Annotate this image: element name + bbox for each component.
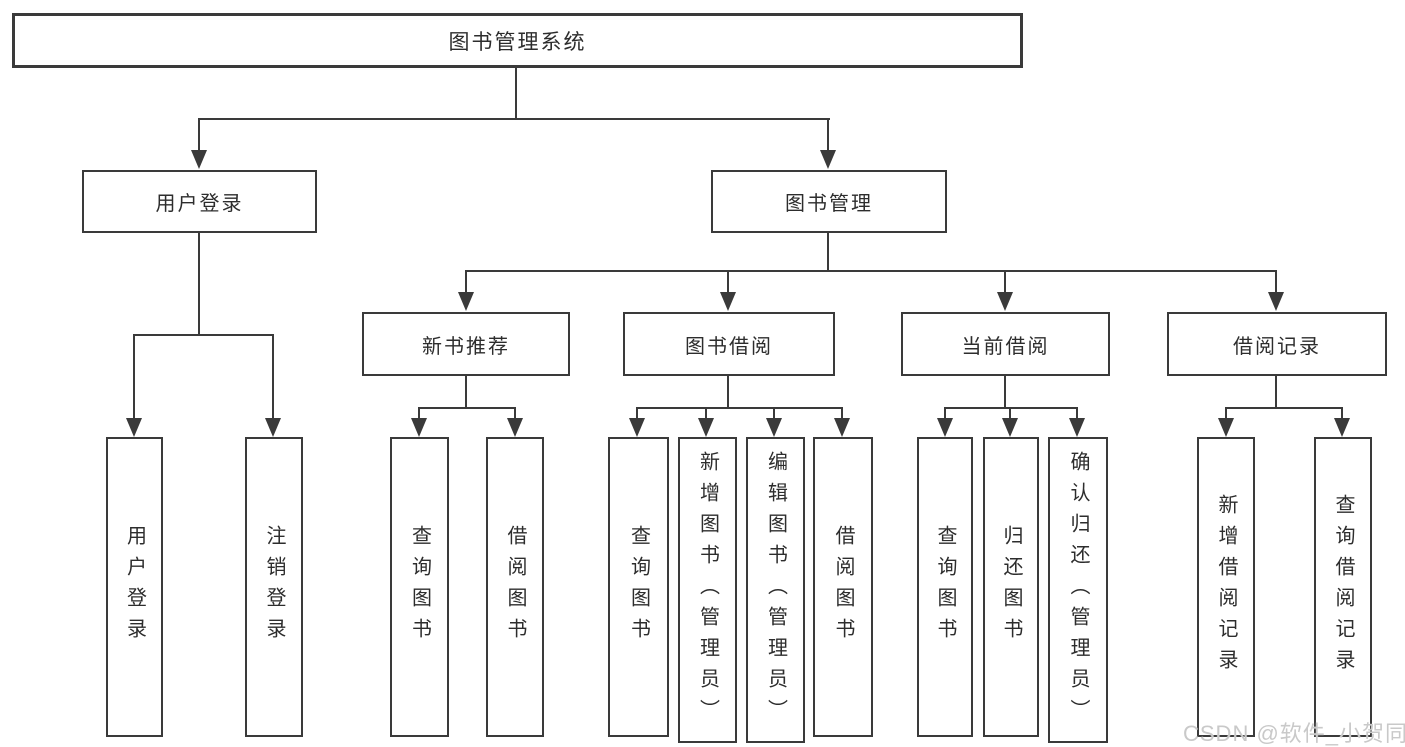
- connector-line: [773, 407, 775, 419]
- arrowhead-icon: [1069, 418, 1085, 437]
- connector-line: [514, 407, 516, 419]
- connector-line: [1341, 407, 1343, 419]
- connector-line: [727, 270, 729, 294]
- connector-line: [515, 68, 517, 120]
- connector-line: [1225, 407, 1343, 409]
- connector-line: [198, 118, 200, 151]
- leaf-borrow-book-1: 借阅图书: [486, 437, 544, 737]
- connector-line: [272, 334, 274, 419]
- connector-line: [1076, 407, 1078, 419]
- connector-line: [727, 376, 729, 409]
- node-current-borrow: 当前借阅: [901, 312, 1110, 376]
- node-book-borrow: 图书借阅: [623, 312, 835, 376]
- connector-line: [1009, 407, 1011, 419]
- arrowhead-icon: [1002, 418, 1018, 437]
- connector-line: [636, 407, 638, 419]
- connector-line: [705, 407, 707, 419]
- leaf-edit-book-admin: 编辑图书（管理员）: [746, 437, 805, 743]
- connector-line: [1225, 407, 1227, 419]
- connector-line: [133, 334, 274, 336]
- leaf-query-borrow-record: 查询借阅记录: [1314, 437, 1372, 737]
- connector-line: [1275, 376, 1277, 409]
- leaf-query-book-2: 查询图书: [608, 437, 669, 737]
- arrowhead-icon: [820, 150, 836, 169]
- arrowhead-icon: [834, 418, 850, 437]
- connector-line: [827, 233, 829, 272]
- leaf-return-book: 归还图书: [983, 437, 1039, 737]
- connector-line: [1004, 270, 1006, 294]
- leaf-query-book-3: 查询图书: [917, 437, 973, 737]
- connector-line: [1275, 270, 1277, 294]
- arrowhead-icon: [720, 292, 736, 311]
- node-new-book-recommend: 新书推荐: [362, 312, 570, 376]
- node-borrow-record: 借阅记录: [1167, 312, 1387, 376]
- leaf-add-book-admin: 新增图书（管理员）: [678, 437, 737, 743]
- connector-line: [465, 270, 467, 294]
- connector-line: [465, 376, 467, 409]
- arrowhead-icon: [937, 418, 953, 437]
- leaf-confirm-return-admin: 确认归还（管理员）: [1048, 437, 1108, 743]
- connector-line: [418, 407, 516, 409]
- leaf-user-login: 用户登录: [106, 437, 163, 737]
- arrowhead-icon: [997, 292, 1013, 311]
- connector-line: [827, 118, 829, 151]
- connector-line: [944, 407, 1078, 409]
- connector-line: [465, 270, 1277, 272]
- arrowhead-icon: [411, 418, 427, 437]
- connector-line: [133, 334, 135, 419]
- arrowhead-icon: [766, 418, 782, 437]
- node-library-management-system: 图书管理系统: [12, 13, 1023, 68]
- connector-line: [418, 407, 420, 419]
- leaf-query-book-1: 查询图书: [390, 437, 449, 737]
- leaf-add-borrow-record: 新增借阅记录: [1197, 437, 1255, 737]
- arrowhead-icon: [1218, 418, 1234, 437]
- node-user-login: 用户登录: [82, 170, 317, 233]
- arrowhead-icon: [629, 418, 645, 437]
- csdn-watermark: CSDN @软件_小贺同学: [1183, 721, 1405, 746]
- leaf-borrow-book-2: 借阅图书: [813, 437, 873, 737]
- connector-line: [636, 407, 843, 409]
- arrowhead-icon: [458, 292, 474, 311]
- arrowhead-icon: [1334, 418, 1350, 437]
- arrowhead-icon: [265, 418, 281, 437]
- arrowhead-icon: [698, 418, 714, 437]
- connector-line: [1004, 376, 1006, 409]
- connector-line: [944, 407, 946, 419]
- connector-line: [198, 118, 830, 120]
- connector-line: [198, 233, 200, 336]
- leaf-logout: 注销登录: [245, 437, 303, 737]
- arrowhead-icon: [507, 418, 523, 437]
- node-book-management: 图书管理: [711, 170, 947, 233]
- arrowhead-icon: [191, 150, 207, 169]
- arrowhead-icon: [126, 418, 142, 437]
- arrowhead-icon: [1268, 292, 1284, 311]
- connector-line: [841, 407, 843, 419]
